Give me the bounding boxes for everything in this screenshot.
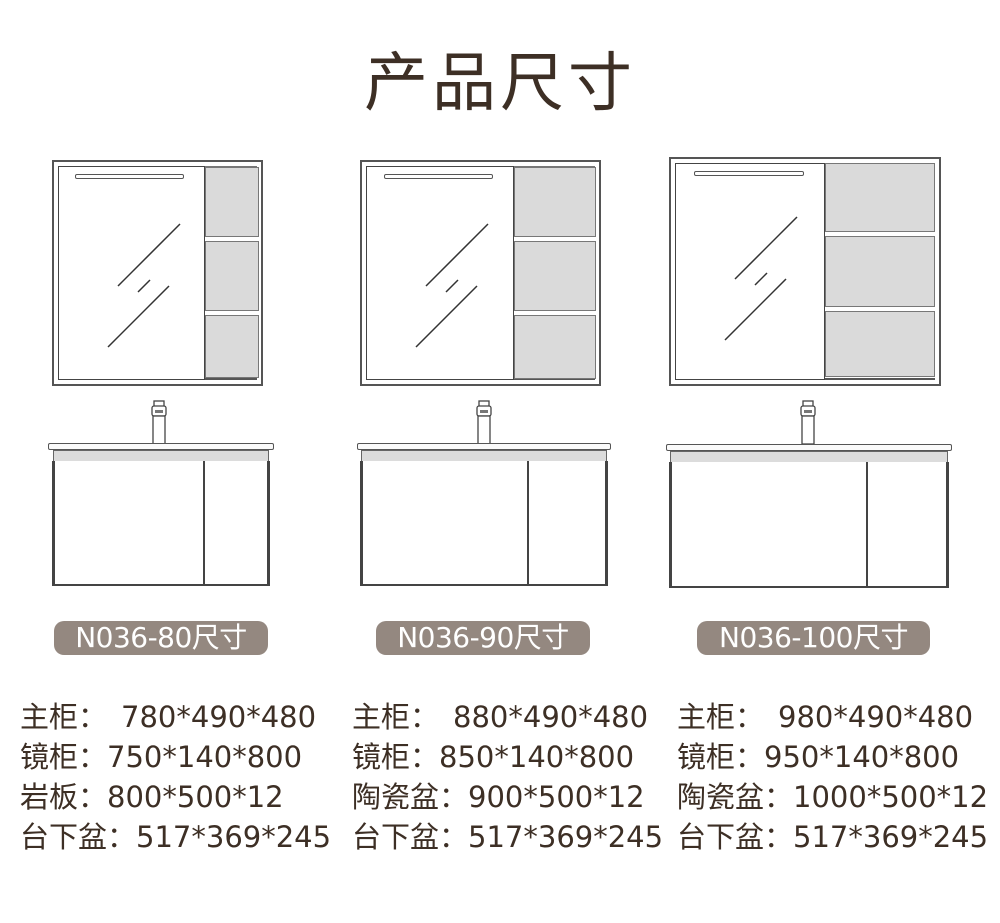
spec-label: 主柜： [677,700,765,734]
spec-value: 850*140*800 [439,740,635,774]
countertop [357,443,611,450]
spec-row: 台下盆：517*369*245 [20,817,331,857]
mirror-glare-icon [107,223,181,348]
spec-label: 台下盆： [677,820,794,854]
base-cabinet-illustration [669,462,949,588]
spec-row: 主柜： 880*490*480 [352,697,663,737]
spec-label: 岩板： [20,780,108,814]
spec-row: 台下盆：517*369*245 [352,817,663,857]
spec-value: 800*500*12 [107,780,284,814]
countertop [48,443,274,450]
spec-value: 1000*500*12 [793,780,989,814]
open-shelf [825,236,935,307]
spec-value: 517*369*245 [793,820,989,854]
model-label-badge: N036-90尺寸 [376,621,590,655]
faucet-icon [151,400,167,445]
spec-label: 陶瓷盆： [677,780,794,814]
spec-list: 主柜： 780*490*480 镜柜：750*140*800 岩板：800*500… [20,697,331,857]
spec-label: 主柜： [20,700,108,734]
base-cabinet-illustration [52,461,270,586]
spec-label: 镜柜： [352,740,440,774]
spec-row: 主柜： 980*490*480 [677,697,988,737]
mirror-glare-icon [415,223,489,348]
cabinet-door-divider [866,462,868,586]
model-label-badge: N036-80尺寸 [54,621,268,655]
spec-label: 台下盆： [352,820,469,854]
spec-value: 517*369*245 [136,820,332,854]
led-light-bar [384,174,493,179]
open-shelf [514,241,596,311]
spec-row: 镜柜：750*140*800 [20,737,331,777]
cabinet-door-divider [527,461,529,584]
spec-row: 陶瓷盆：1000*500*12 [677,777,988,817]
model-label-badge: N036-100尺寸 [697,621,930,655]
page-title: 产品尺寸 [364,47,636,121]
spec-value: 780*490*480 [121,700,317,734]
spec-value: 900*500*12 [468,780,645,814]
spec-label: 台下盆： [20,820,137,854]
mirror-cabinet-illustration [669,157,941,386]
open-shelf [514,167,596,237]
spec-value: 880*490*480 [453,700,649,734]
spec-row: 台下盆：517*369*245 [677,817,988,857]
spec-row: 镜柜：950*140*800 [677,737,988,777]
spec-row: 陶瓷盆：900*500*12 [352,777,663,817]
mirror-glare-icon [724,216,798,341]
spec-label: 陶瓷盆： [352,780,469,814]
cabinet-door-divider [203,461,205,584]
spec-row: 主柜： 780*490*480 [20,697,331,737]
faucet-icon [476,400,492,445]
spec-value: 950*140*800 [764,740,960,774]
mirror-cabinet-illustration [52,160,263,386]
spec-label: 主柜： [352,700,440,734]
spec-list: 主柜： 880*490*480 镜柜：850*140*800 陶瓷盆：900*50… [352,697,663,857]
mirror-door [675,163,825,380]
spec-label: 镜柜： [20,740,108,774]
led-light-bar [75,174,184,179]
spec-row: 镜柜：850*140*800 [352,737,663,777]
led-light-bar [694,171,804,176]
spec-list: 主柜： 980*490*480 镜柜：950*140*800 陶瓷盆：1000*5… [677,697,988,857]
countertop [666,444,952,451]
spec-row: 岩板：800*500*12 [20,777,331,817]
open-shelf [205,167,259,237]
mirror-cabinet-illustration [360,160,601,386]
open-shelf [514,315,596,379]
spec-label: 镜柜： [677,740,765,774]
base-cabinet-illustration [360,461,608,586]
spec-value: 750*140*800 [107,740,303,774]
faucet-icon [800,400,816,445]
open-shelf [825,311,935,377]
open-shelf [205,315,259,378]
spec-value: 980*490*480 [778,700,974,734]
spec-value: 517*369*245 [468,820,664,854]
open-shelf [825,163,935,232]
open-shelf [205,241,259,311]
